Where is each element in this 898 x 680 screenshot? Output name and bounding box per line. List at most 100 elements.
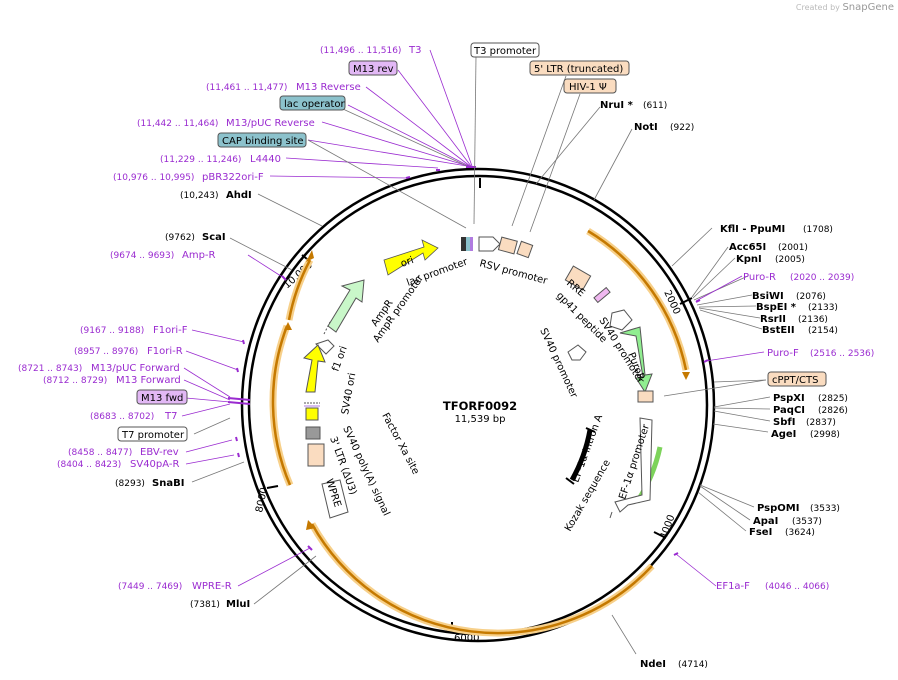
fsei-pos: (3624) xyxy=(785,528,815,538)
factor-xa-label: Factor Xa site xyxy=(379,411,421,476)
orf-arrows xyxy=(271,229,688,635)
cppt-box xyxy=(767,371,827,387)
label-boxes-left xyxy=(117,42,827,442)
ebv-coord: (8458 .. 8477) xyxy=(68,448,132,458)
t7-coord: (8683 .. 8702) xyxy=(90,412,154,422)
sv40-ori-label: SV40 ori xyxy=(340,372,358,415)
lac-operator-box xyxy=(279,95,346,111)
m13fwd-box xyxy=(136,389,188,405)
m13reverse-coord: (11,461 .. 11,477) xyxy=(206,83,287,93)
sbfi-pos: (2837) xyxy=(806,418,836,428)
rre-block xyxy=(564,265,592,291)
nrui-pos: (611) xyxy=(643,101,667,111)
leaders-gray xyxy=(191,55,771,655)
ori-arrow xyxy=(383,239,439,276)
inner-features: ori xyxy=(302,236,654,519)
plasmid-length: 11,539 bp xyxy=(455,414,506,425)
ef1af-coord: (4046 .. 4066) xyxy=(765,582,829,592)
ampr-arrow xyxy=(327,279,365,333)
m13reverse-name: M13 Reverse xyxy=(296,82,361,93)
t3-promoter-arrow xyxy=(478,236,501,252)
orf-arrow-1 xyxy=(587,229,688,371)
m13fwd-name: M13 fwd xyxy=(141,393,183,404)
tick-8000 xyxy=(266,485,279,489)
kpni-pos: (2005) xyxy=(775,255,805,265)
primer-leaders-right xyxy=(675,275,765,587)
primer-marks xyxy=(227,166,709,556)
snabi-pos: (8293) xyxy=(115,479,145,489)
fsei-name: FseI xyxy=(749,527,772,538)
factor-xa-block xyxy=(305,426,321,440)
bsteii-pos: (2154) xyxy=(808,326,838,336)
rsrii-pos: (2136) xyxy=(798,315,828,325)
ahdi-pos: (10,243) xyxy=(180,191,219,201)
l4440-coord: (11,229 .. 11,246) xyxy=(160,155,241,165)
hiv-box xyxy=(563,78,617,94)
ori-label: ori xyxy=(399,255,415,270)
paqci-pos: (2826) xyxy=(818,406,848,416)
m13rev-box xyxy=(348,60,398,76)
puror-name: Puro-R xyxy=(743,272,776,283)
apai-name: ApaI xyxy=(753,516,778,527)
bsiwi-pos: (2076) xyxy=(796,292,826,302)
paqci-name: PaqCI xyxy=(773,405,805,416)
pspxi-pos: (2825) xyxy=(818,394,848,404)
sv40-promoter-a-arrow xyxy=(609,309,633,331)
plasmid-name: TFORF0092 xyxy=(443,399,517,413)
m13forward-coord: (8712 .. 8729) xyxy=(43,376,107,386)
sv40-ori-block xyxy=(305,407,319,421)
f1orif-coord: (9167 .. 9188) xyxy=(80,326,144,336)
t7-promoter-name: T7 promoter xyxy=(121,430,185,441)
sv40pa-coord: (8404 .. 8423) xyxy=(57,460,121,470)
ef1a-intron-bar xyxy=(569,429,593,482)
hiv-name: HIV-1 Ψ xyxy=(569,82,607,93)
mlui-name: MluI xyxy=(226,599,250,610)
orf-arrow-3 xyxy=(271,325,292,486)
kfli-name: KflI - PpuMI xyxy=(720,224,785,235)
f1orir-name: F1ori-R xyxy=(147,346,183,357)
tick-label-6000: 6000 xyxy=(454,633,479,644)
sv40pa-name: SV40pA-R xyxy=(130,459,179,470)
apai-pos: (3537) xyxy=(792,517,822,527)
gp41-block xyxy=(593,286,611,304)
f1orir-coord: (8957 .. 8976) xyxy=(74,347,138,357)
ampr-promoter-arrow xyxy=(315,339,335,355)
cap-box xyxy=(217,132,307,148)
hiv-block xyxy=(516,240,534,259)
pbr322-name: pBR322ori-F xyxy=(202,172,264,183)
mrev-block xyxy=(470,237,473,251)
agei-name: AgeI xyxy=(771,429,796,440)
bspei-name: BspEI * xyxy=(756,302,797,313)
pbr322-coord: (10,976 .. 10,995) xyxy=(113,173,194,183)
m13puc-fwd-coord: (8721 .. 8743) xyxy=(18,364,82,374)
m13forward-name: M13 Forward xyxy=(116,375,181,386)
kpni-name: KpnI xyxy=(736,254,762,265)
pspomi-name: PspOMI xyxy=(757,503,799,514)
ef1af-name: EF1a-F xyxy=(716,581,750,592)
t3-promoter-name: T3 promoter xyxy=(473,46,537,57)
purof-name: Puro-F xyxy=(767,348,799,359)
rsrii-name: RsrII xyxy=(760,314,786,325)
m13puc-fwd-name: M13/pUC Forward xyxy=(91,363,180,374)
m13puc-rev-name: M13/pUC Reverse xyxy=(226,118,315,129)
cppt-name: cPPT/CTS xyxy=(772,375,818,386)
cap-name: CAP binding site xyxy=(222,136,304,147)
wprer-coord: (7449 .. 7469) xyxy=(118,582,182,592)
t3-name: T3 xyxy=(408,45,421,56)
nrui-name: NruI * xyxy=(600,100,634,111)
primer-leaders-left xyxy=(181,49,473,587)
kozak-mark xyxy=(609,511,613,519)
f1-ori-arrow xyxy=(302,344,326,393)
acc65i-name: Acc65I xyxy=(729,242,766,253)
puror-coord: (2020 .. 2039) xyxy=(790,273,854,283)
agei-pos: (2998) xyxy=(810,430,840,440)
l4440-name: L4440 xyxy=(250,154,281,165)
left-labels: (11,496 .. 11,516) T3 M13 rev (11,461 ..… xyxy=(18,45,421,610)
acc65i-pos: (2001) xyxy=(778,243,808,253)
f1-ori-label: f1 ori xyxy=(330,345,349,373)
sv40-promoter-b-label: SV40 promoter xyxy=(537,327,579,401)
ltr5-block xyxy=(497,236,518,255)
bsteii-name: BstEII xyxy=(762,325,795,336)
t3-promoter-box xyxy=(470,42,540,58)
